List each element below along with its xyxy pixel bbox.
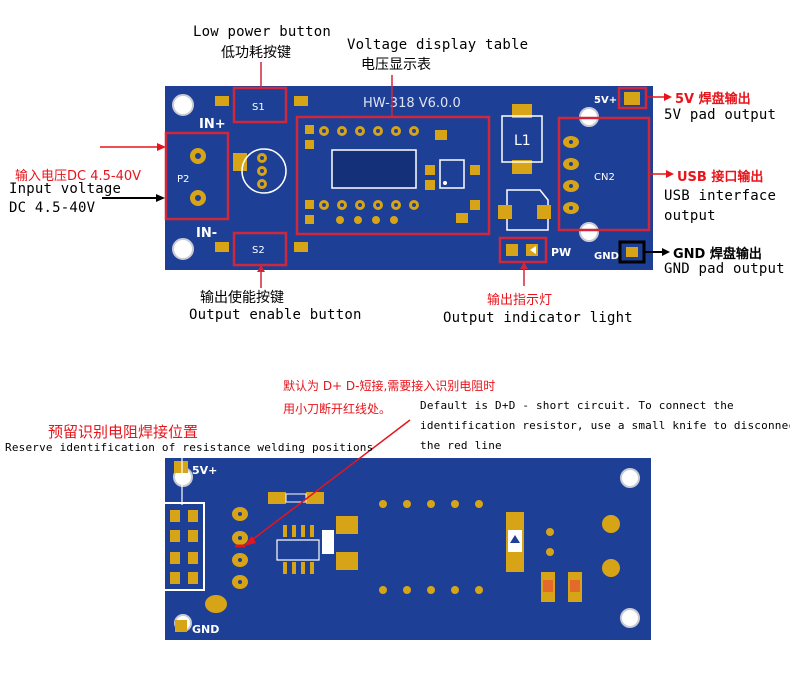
default-note-en-1: Default is D+D - short circuit. To conne…	[420, 399, 734, 412]
low-power-label-en: Low power button	[193, 24, 332, 40]
input-voltage-label-cn: 输入电压DC 4.5-40V	[15, 169, 142, 184]
silk-gnd: GND	[594, 251, 619, 262]
indicator-label-cn: 输出指示灯	[487, 293, 553, 308]
p2-input-box	[164, 131, 230, 221]
default-note-en-3: the red line	[420, 439, 502, 452]
default-note-cn-2: 用小刀断开红线处。	[283, 402, 392, 416]
indicator-label-en: Output indicator light	[443, 310, 633, 326]
s2-button-box	[232, 231, 288, 267]
reserve-pads-box	[163, 502, 205, 591]
pad-5v-box	[617, 86, 648, 110]
pad-5v-label-en: 5V pad output	[664, 107, 777, 123]
bottom-pcb	[165, 458, 651, 640]
silk-cn2: CN2	[594, 172, 615, 183]
usb-label-cn: USB 接口输出	[677, 170, 764, 185]
bottom-silk-5v: 5V+	[192, 464, 217, 477]
reserve-label-en: Reserve identification of resistance wel…	[5, 441, 374, 454]
usb-label-en-1: USB interface	[664, 188, 777, 204]
default-note-en-2: identification resistor, use a small kni…	[420, 419, 790, 432]
gnd-label-cn: GND 焊盘输出	[673, 247, 762, 262]
mount-hole	[620, 608, 640, 628]
silk-model: HW-318 V6.0.0	[363, 96, 461, 111]
silk-pw: PW	[551, 246, 571, 259]
input-voltage-label-en-2: DC 4.5-40V	[9, 200, 96, 216]
silk-l1: L1	[514, 133, 531, 149]
voltage-display-label-cn: 电压显示表	[361, 57, 431, 73]
silk-s1: S1	[252, 102, 265, 113]
usb-label-en-2: output	[664, 208, 716, 224]
mount-hole	[172, 238, 194, 260]
silk-in-minus: IN-	[196, 226, 217, 241]
mount-hole	[579, 222, 599, 242]
display-box	[295, 115, 491, 236]
silk-5v: 5V+	[594, 95, 617, 106]
gnd-label-en: GND pad output	[664, 261, 785, 277]
voltage-display-label-en: Voltage display table	[347, 37, 529, 53]
mount-hole	[172, 94, 194, 116]
silk-in-plus: IN+	[199, 117, 226, 132]
enable-label-en: Output enable button	[189, 307, 362, 323]
pad-5v-label-cn: 5V 焊盘输出	[675, 92, 751, 107]
input-voltage-label-en-1: Input voltage	[9, 181, 122, 197]
low-power-label-cn: 低功耗按键	[221, 45, 291, 61]
s1-button-box	[232, 86, 288, 124]
default-note-cn-1: 默认为 D+ D-短接,需要接入识别电阻时	[283, 379, 496, 393]
silk-p2: P2	[177, 174, 189, 185]
silk-s2: S2	[252, 245, 265, 256]
enable-label-cn: 输出使能按键	[200, 290, 284, 306]
pw-led-box	[498, 236, 548, 264]
bottom-silk-gnd: GND	[192, 623, 219, 636]
mount-hole	[620, 468, 640, 488]
reserve-label-cn: 预留识别电阻焊接位置	[48, 423, 199, 441]
